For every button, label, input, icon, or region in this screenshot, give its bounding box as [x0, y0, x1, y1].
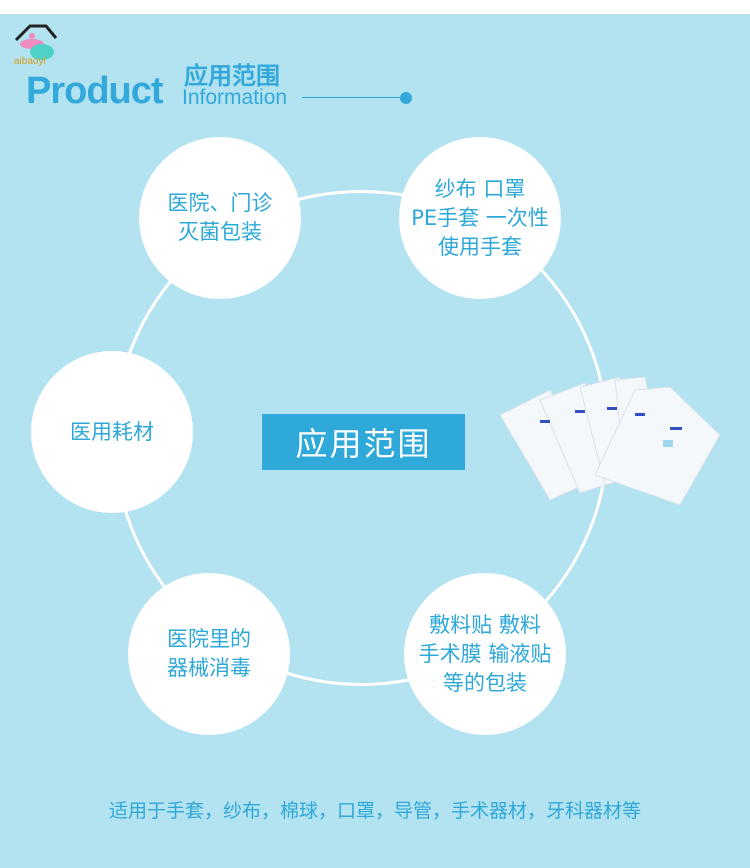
usage-circle-consumables: 医用耗材	[31, 351, 193, 513]
product-heading: Product	[26, 70, 164, 112]
divider-line	[302, 97, 402, 98]
section-title-cn: 应用范围	[184, 62, 280, 90]
center-label: 应用范围	[262, 414, 465, 470]
usage-circle-gauze: 纱布 口罩 PE手套 一次性 使用手套	[399, 137, 561, 299]
usage-circle-dressings: 敷料贴 敷料 手术膜 输液贴 等的包装	[404, 573, 566, 735]
brand-name: aibaoyl	[14, 56, 46, 67]
logo-icon	[14, 24, 58, 60]
applicable-items-text: 适用于手套，纱布，棉球，口罩，导管，手术器材，牙科器材等	[108, 800, 641, 822]
information-heading: Information	[182, 86, 288, 109]
top-bar	[0, 0, 750, 14]
usage-circle-instruments: 医院里的 器械消毒	[128, 573, 290, 735]
usage-circle-hospital: 医院、门诊 灭菌包装	[139, 137, 301, 299]
divider-dot	[400, 92, 412, 104]
sterilization-pouches-image	[499, 376, 721, 505]
